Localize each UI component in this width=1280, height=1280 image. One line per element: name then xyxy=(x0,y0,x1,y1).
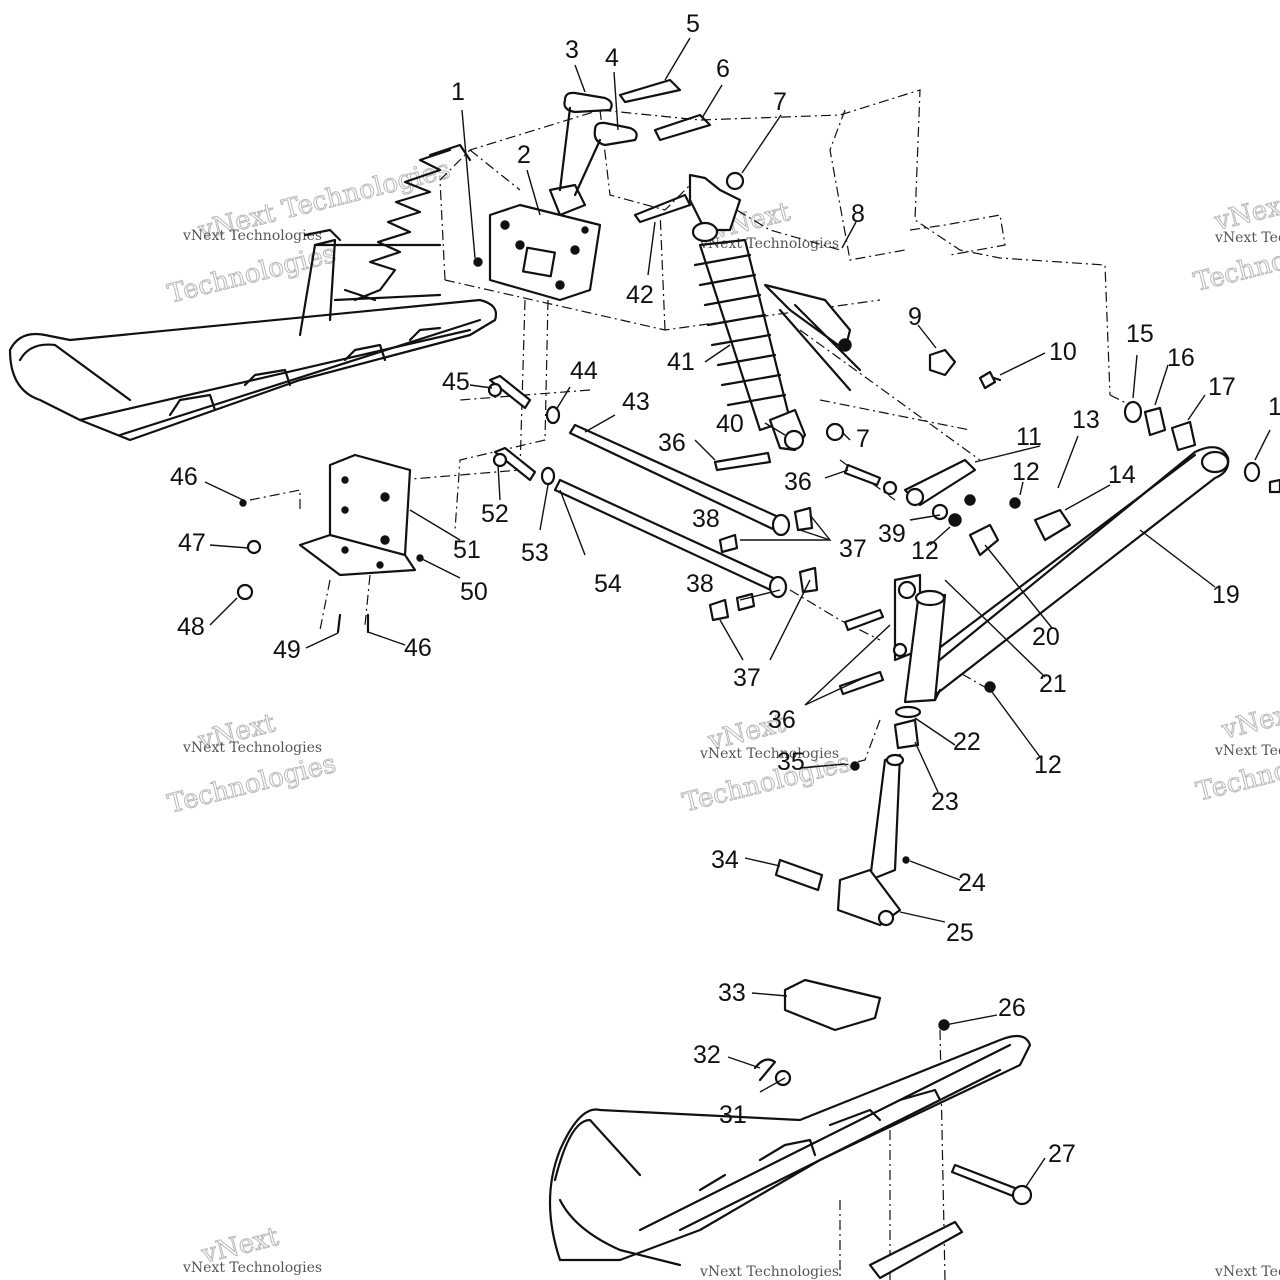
part-label-7a: 7 xyxy=(773,88,787,116)
part-label-26: 26 xyxy=(998,994,1026,1022)
part-label-47: 47 xyxy=(178,529,206,557)
part-label-16: 16 xyxy=(1167,344,1195,372)
left-ski-assembly xyxy=(8,143,498,442)
part-label-37a: 37 xyxy=(839,535,867,563)
part-label-37b: 37 xyxy=(733,664,761,692)
part-label-1: 1 xyxy=(451,78,465,106)
steering-bracket xyxy=(236,453,424,634)
bushings-15-17 xyxy=(1123,400,1280,494)
bracket-11 xyxy=(882,458,1021,527)
tie-rod-ends xyxy=(487,374,561,486)
part-label-6: 6 xyxy=(716,55,730,83)
part-label-39: 39 xyxy=(878,520,906,548)
part-label-31: 31 xyxy=(719,1101,747,1129)
part-label-43: 43 xyxy=(622,388,650,416)
part-label-41: 41 xyxy=(667,348,695,376)
part-label-45: 45 xyxy=(442,368,470,396)
part-label-13: 13 xyxy=(1072,406,1100,434)
part-label-27: 27 xyxy=(1048,1140,1076,1168)
part-label-44: 44 xyxy=(570,357,598,385)
part-label-4: 4 xyxy=(605,44,619,72)
part-label-36b: 36 xyxy=(784,468,812,496)
part-label-46b: 46 xyxy=(404,634,432,662)
watermark-small: vNext Technologies xyxy=(182,228,322,244)
watermark-small: vNext Technologies xyxy=(1214,743,1280,759)
part-label-21: 21 xyxy=(1039,670,1067,698)
front-ski xyxy=(548,978,1033,1280)
upper-links xyxy=(558,78,712,224)
part-label-15: 15 xyxy=(1126,320,1154,348)
lower-control-arm xyxy=(908,446,1230,702)
part-label-7b: 7 xyxy=(856,425,870,453)
part-label-36c: 36 xyxy=(768,706,796,734)
part-label-12c: 12 xyxy=(1034,751,1062,779)
watermark-small: vNext Technologies xyxy=(182,1260,322,1276)
part-label-40: 40 xyxy=(716,410,744,438)
part-label-24: 24 xyxy=(958,869,986,897)
watermark-vnext: vNext xyxy=(1218,697,1280,745)
part-label-2: 2 xyxy=(517,141,531,169)
spindle-assembly xyxy=(836,573,996,927)
part-label-22: 22 xyxy=(953,728,981,756)
chassis-outline xyxy=(249,89,1141,1280)
part-label-42: 42 xyxy=(626,281,654,309)
spacer-9-bolt-10 xyxy=(928,348,1002,390)
part-label-48: 48 xyxy=(177,613,205,641)
watermark-small: vNext Technologies xyxy=(699,236,839,252)
part-label-50: 50 xyxy=(460,578,488,606)
part-label-12b: 12 xyxy=(911,537,939,565)
part-label-33: 33 xyxy=(718,979,746,1007)
part-label-18: 1 xyxy=(1268,393,1280,421)
watermark-small: vNext Technologies xyxy=(699,1264,839,1280)
part-label-5: 5 xyxy=(686,10,700,38)
watermark-technologies: Technologies xyxy=(165,749,339,820)
part-label-25: 25 xyxy=(946,919,974,947)
part-label-46a: 46 xyxy=(170,463,198,491)
part-label-8: 8 xyxy=(851,200,865,228)
part-label-9: 9 xyxy=(908,303,922,331)
part-label-32: 32 xyxy=(693,1041,721,1069)
shock-mount-plate xyxy=(473,183,602,302)
upper-control-arm xyxy=(763,283,862,392)
part-label-12a: 12 xyxy=(1012,458,1040,486)
watermark-small: vNext Technologies xyxy=(1214,230,1280,246)
watermark-small: vNext Technologies xyxy=(699,746,839,762)
part-label-38b: 38 xyxy=(686,570,714,598)
part-label-51: 51 xyxy=(453,536,481,564)
part-label-17: 17 xyxy=(1208,373,1236,401)
part-label-38a: 38 xyxy=(692,505,720,533)
left-shock-spring xyxy=(343,143,472,302)
part-label-35: 35 xyxy=(777,748,805,776)
part-label-54: 54 xyxy=(594,570,622,598)
part-label-52: 52 xyxy=(481,500,509,528)
part-label-11: 11 xyxy=(1016,423,1042,451)
part-label-36a: 36 xyxy=(658,429,686,457)
part-label-14: 14 xyxy=(1108,461,1136,489)
part-label-23: 23 xyxy=(931,788,959,816)
watermark-small: vNext Technologies xyxy=(1214,1264,1280,1280)
spacer-34 xyxy=(774,858,824,892)
front-shock xyxy=(688,173,807,452)
part-label-10: 10 xyxy=(1049,338,1077,366)
part-number-labels: 1 2 3 4 5 6 7 7 8 9 10 11 12 12 12 13 14… xyxy=(170,10,1280,1168)
watermark-small: vNext Technologies xyxy=(182,740,322,756)
part-label-34: 34 xyxy=(711,846,739,874)
part-label-3: 3 xyxy=(565,36,579,64)
tie-rods xyxy=(553,423,819,622)
leader-lines xyxy=(204,37,1271,1189)
watermark-technologies: Technologies xyxy=(165,239,339,310)
part-label-53: 53 xyxy=(521,539,549,567)
part-label-49: 49 xyxy=(273,636,301,664)
part-label-19: 19 xyxy=(1212,581,1240,609)
part-label-20: 20 xyxy=(1032,623,1060,651)
